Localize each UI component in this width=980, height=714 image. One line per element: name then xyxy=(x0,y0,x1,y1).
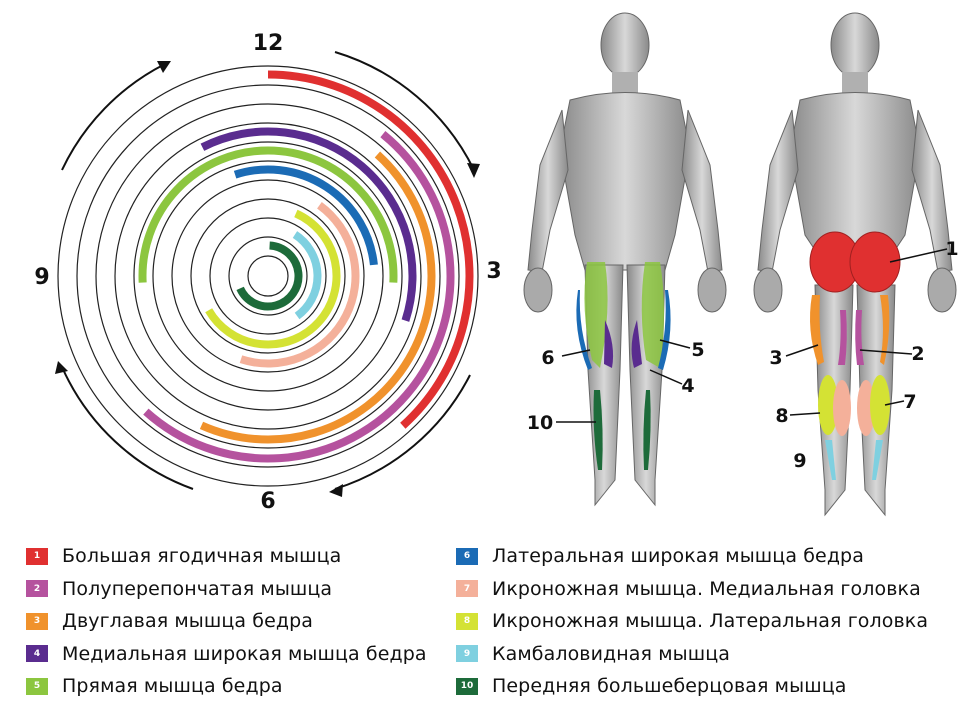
muscle-arc-3 xyxy=(199,151,436,444)
muscle-arc-2 xyxy=(143,131,455,463)
muscle-arc-9 xyxy=(292,231,322,320)
arrow-top-right xyxy=(334,51,475,171)
muscle-arc-6 xyxy=(233,165,378,266)
legend-label: Двуглавая мышца бедра xyxy=(62,610,314,633)
legend-number: 7 xyxy=(463,583,471,594)
muscle-clock-diagram: 12 3 6 9 xyxy=(34,31,501,514)
muscle-arc-4 xyxy=(200,127,417,322)
arrow-bottom-right xyxy=(334,374,471,490)
legend-label: Камбаловидная мышца xyxy=(492,642,731,665)
clock-label-12: 12 xyxy=(253,31,284,56)
legend-swatch: 1 xyxy=(26,547,48,565)
legend-number: 8 xyxy=(463,616,471,627)
legend-label: Икроножная мышца. Латеральная головка xyxy=(492,610,929,633)
back-figure xyxy=(753,12,957,517)
legend-number: 5 xyxy=(33,681,41,692)
legend-number: 1 xyxy=(33,551,41,562)
legend-item: 9 Камбаловидная мышца xyxy=(456,638,928,671)
legend-swatch: 6 xyxy=(456,547,478,565)
legend-number: 2 xyxy=(33,583,41,594)
clock-ring xyxy=(114,122,422,430)
legend-label: Латеральная широкая мышца бедра xyxy=(492,545,864,568)
clock-ring xyxy=(190,198,346,354)
front-callout-4: 4 xyxy=(681,375,694,397)
back-callout-2: 2 xyxy=(911,343,924,365)
clock-ring xyxy=(209,217,327,335)
clock-ring xyxy=(76,84,460,468)
legend-item: 8 Икроножная мышца. Латеральная головка xyxy=(456,605,928,638)
legend-item: 1 Большая ягодичная мышца xyxy=(26,540,427,573)
legend-number: 6 xyxy=(463,551,471,562)
legend-number: 10 xyxy=(460,681,474,692)
back-callout-9: 9 xyxy=(793,450,806,472)
arrow-bottom-left xyxy=(61,366,194,490)
legend-item: 3 Двуглавая мышца бедра xyxy=(26,605,427,638)
legend-label: Большая ягодичная мышца xyxy=(62,545,342,568)
callout-lines xyxy=(556,248,948,423)
legend-label: Полуперепончатая мышца xyxy=(62,577,333,600)
legend-left-column: 1 Большая ягодичная мышца 2 Полуперепонч… xyxy=(26,540,427,703)
legend-swatch: 10 xyxy=(456,677,478,695)
clock-ring xyxy=(57,65,479,487)
front-figure xyxy=(523,12,727,507)
back-callout-3: 3 xyxy=(769,347,782,369)
muscle-arc-10 xyxy=(236,241,303,311)
legend-label: Передняя большеберцовая мышца xyxy=(492,675,847,698)
anatomy-illustration: 6 5 4 10 1 3 2 8 7 9 xyxy=(523,12,959,517)
legend-swatch: 7 xyxy=(456,580,478,598)
legend-swatch: 9 xyxy=(456,645,478,663)
clock-ring xyxy=(133,141,403,411)
clock-rings xyxy=(57,65,479,487)
clock-ring xyxy=(152,160,384,392)
front-callout-6: 6 xyxy=(541,347,554,369)
legend-label: Медиальная широкая мышца бедра xyxy=(62,642,427,665)
legend-swatch: 3 xyxy=(26,612,48,630)
legend-right-column: 6 Латеральная широкая мышца бедра 7 Икро… xyxy=(456,540,928,703)
muscle-arcs xyxy=(138,70,474,463)
muscle-arc-8 xyxy=(205,209,341,349)
legend-item: 4 Медиальная широкая мышца бедра xyxy=(26,638,427,671)
clock-ring xyxy=(228,236,308,316)
back-callout-8: 8 xyxy=(775,405,788,427)
legend-swatch: 4 xyxy=(26,645,48,663)
clock-ring xyxy=(247,255,289,297)
arrow-heads xyxy=(55,61,480,497)
clock-label-3: 3 xyxy=(486,259,501,284)
arrow-top-left xyxy=(61,63,166,171)
clock-ring xyxy=(95,103,441,449)
legend-item: 2 Полуперепончатая мышца xyxy=(26,573,427,606)
back-callout-7: 7 xyxy=(903,391,916,413)
clock-ring xyxy=(171,179,365,373)
front-callout-10: 10 xyxy=(527,412,553,434)
legend-number: 3 xyxy=(33,616,41,627)
rotation-arrows xyxy=(61,51,475,490)
legend-item: 7 Икроножная мышца. Медиальная головка xyxy=(456,573,928,606)
legend-label: Икроножная мышца. Медиальная головка xyxy=(492,577,921,600)
legend-number: 9 xyxy=(463,648,471,659)
clock-label-9: 9 xyxy=(34,265,49,290)
legend-swatch: 5 xyxy=(26,677,48,695)
legend-number: 4 xyxy=(33,648,41,659)
muscle-arc-7 xyxy=(239,201,360,368)
legend-swatch: 2 xyxy=(26,580,48,598)
legend-item: 10 Передняя большеберцовая мышца xyxy=(456,670,928,703)
muscle-arc-1 xyxy=(267,70,474,429)
front-callout-5: 5 xyxy=(691,339,704,361)
legend-swatch: 8 xyxy=(456,612,478,630)
back-callout-1: 1 xyxy=(945,238,958,260)
clock-label-6: 6 xyxy=(260,489,275,514)
legend-item: 6 Латеральная широкая мышца бедра xyxy=(456,540,928,573)
legend-item: 5 Прямая мышца бедра xyxy=(26,670,427,703)
muscle-arc-5 xyxy=(138,146,398,283)
legend-label: Прямая мышца бедра xyxy=(62,675,283,698)
